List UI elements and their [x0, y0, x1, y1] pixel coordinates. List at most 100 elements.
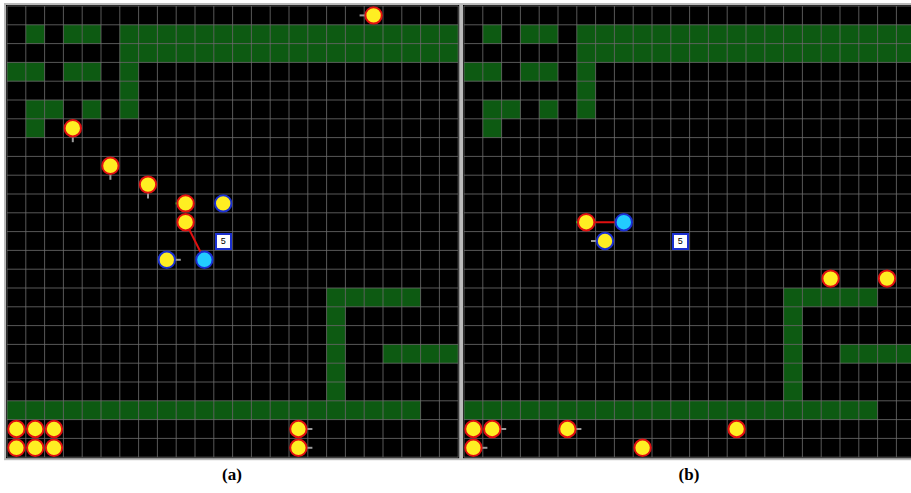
grid-line — [464, 363, 911, 364]
pursuer-agent — [102, 158, 118, 174]
grid-line — [464, 6, 911, 7]
wall-cell — [421, 44, 440, 63]
grid-line — [7, 325, 458, 326]
wall-cell — [558, 401, 577, 420]
wall-cell — [784, 25, 803, 44]
wall-cell — [727, 44, 746, 63]
wall-cell — [821, 44, 840, 63]
wall-cell — [45, 401, 64, 420]
grid-line — [464, 118, 911, 119]
wall-cell — [327, 382, 346, 401]
wall-cell — [214, 401, 233, 420]
wall-cell — [690, 401, 709, 420]
wall-cell — [270, 44, 289, 63]
wall-cell — [383, 25, 402, 44]
pursuer-agent — [290, 440, 306, 456]
wall-cell — [727, 25, 746, 44]
pursuer-agent — [465, 421, 481, 437]
wall-cell — [746, 25, 765, 44]
wall-cell — [652, 25, 671, 44]
wall-cell — [802, 288, 821, 307]
wall-cell — [383, 401, 402, 420]
wall-cell — [289, 25, 308, 44]
wall-cell — [139, 25, 158, 44]
wall-cell — [520, 25, 539, 44]
wall-cell — [746, 401, 765, 420]
wall-cell — [539, 401, 558, 420]
wall-cell — [327, 401, 346, 420]
wall-cell — [802, 401, 821, 420]
grid-line — [464, 457, 911, 458]
grid-line — [7, 306, 458, 307]
wall-cell — [176, 44, 195, 63]
wall-cell — [120, 44, 139, 63]
grid-line — [464, 62, 911, 63]
grid-line — [7, 288, 458, 289]
wall-cell — [402, 25, 421, 44]
grid-line — [464, 269, 911, 270]
wall-cell — [878, 344, 897, 363]
wall-cell — [520, 62, 539, 81]
wall-cell — [63, 62, 82, 81]
wall-cell — [120, 401, 139, 420]
wall-cell — [577, 401, 596, 420]
grid-line — [7, 212, 458, 213]
wall-cell — [690, 44, 709, 63]
pursuer-agent — [46, 421, 62, 437]
wall-cell — [878, 25, 897, 44]
wall-cell — [214, 25, 233, 44]
wall-cell — [802, 25, 821, 44]
wall-cell — [784, 344, 803, 363]
wall-cell — [270, 25, 289, 44]
grid-line — [464, 419, 911, 420]
wall-cell — [214, 44, 233, 63]
wall-cell — [596, 25, 615, 44]
wall-cell — [577, 81, 596, 100]
grid-line — [464, 306, 911, 307]
wall-cell — [176, 401, 195, 420]
wall-cell — [345, 288, 364, 307]
grid-line — [464, 81, 911, 82]
grid-line — [7, 250, 458, 251]
grid-line — [464, 438, 911, 439]
pursuer-agent — [559, 421, 575, 437]
wall-cell — [784, 288, 803, 307]
wall-cell — [364, 288, 383, 307]
grid-line — [7, 438, 458, 439]
wall-cell — [327, 363, 346, 382]
wall-cell — [157, 44, 176, 63]
grid-line — [464, 24, 911, 25]
wall-cell — [63, 401, 82, 420]
wall-cell — [345, 401, 364, 420]
wall-cell — [708, 25, 727, 44]
wall-cell — [383, 44, 402, 63]
wall-cell — [483, 401, 502, 420]
wall-cell — [157, 25, 176, 44]
panel-grid — [5, 4, 460, 459]
wall-cell — [139, 401, 158, 420]
pursuer-agent — [728, 421, 744, 437]
wall-cell — [690, 25, 709, 44]
wall-cell — [327, 25, 346, 44]
wall-cell — [82, 401, 101, 420]
evader-agent — [597, 233, 613, 249]
wall-cell — [821, 288, 840, 307]
wall-cell — [840, 25, 859, 44]
wall-cell — [483, 100, 502, 119]
grid-line — [7, 400, 458, 401]
pursuer-agent — [465, 440, 481, 456]
wall-cell — [82, 100, 101, 119]
wall-cell — [383, 288, 402, 307]
wall-cell — [596, 401, 615, 420]
wall-cell — [464, 401, 483, 420]
wall-cell — [26, 401, 45, 420]
wall-cell — [82, 25, 101, 44]
wall-cell — [614, 401, 633, 420]
grid-line — [7, 137, 458, 138]
grid-line — [464, 325, 911, 326]
wall-cell — [402, 401, 421, 420]
wall-cell — [26, 100, 45, 119]
grid-line — [464, 382, 911, 383]
evader-agent — [159, 252, 175, 268]
